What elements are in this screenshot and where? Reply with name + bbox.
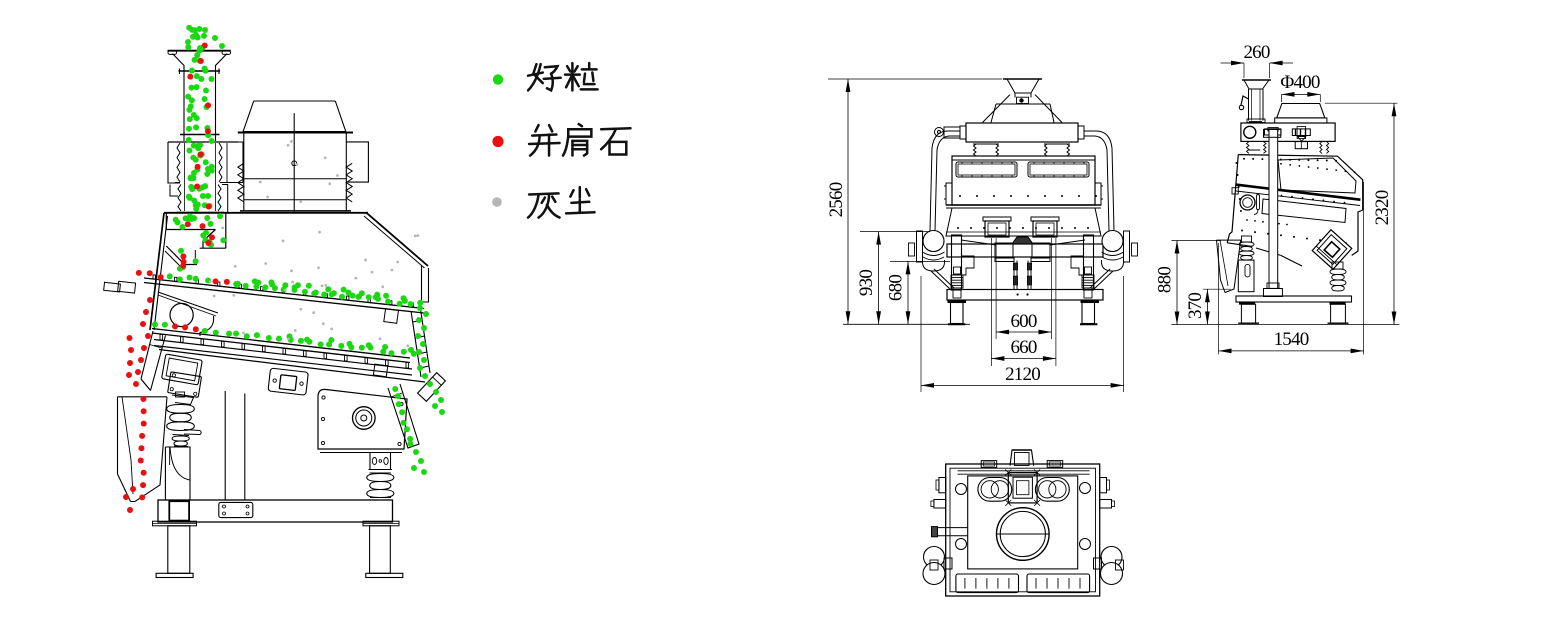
svg-text:2560: 2560 xyxy=(826,182,847,217)
svg-text:660: 660 xyxy=(1010,337,1036,358)
svg-text:2320: 2320 xyxy=(1372,190,1393,225)
svg-text:2120: 2120 xyxy=(1005,364,1040,385)
svg-text:260: 260 xyxy=(1243,42,1269,63)
svg-text:600: 600 xyxy=(1010,311,1036,332)
svg-text:880: 880 xyxy=(1155,267,1176,293)
svg-text:680: 680 xyxy=(886,275,907,301)
svg-text:Φ400: Φ400 xyxy=(1280,72,1319,93)
svg-text:1540: 1540 xyxy=(1274,329,1309,350)
svg-text:930: 930 xyxy=(856,270,877,296)
svg-text:370: 370 xyxy=(1185,293,1206,319)
